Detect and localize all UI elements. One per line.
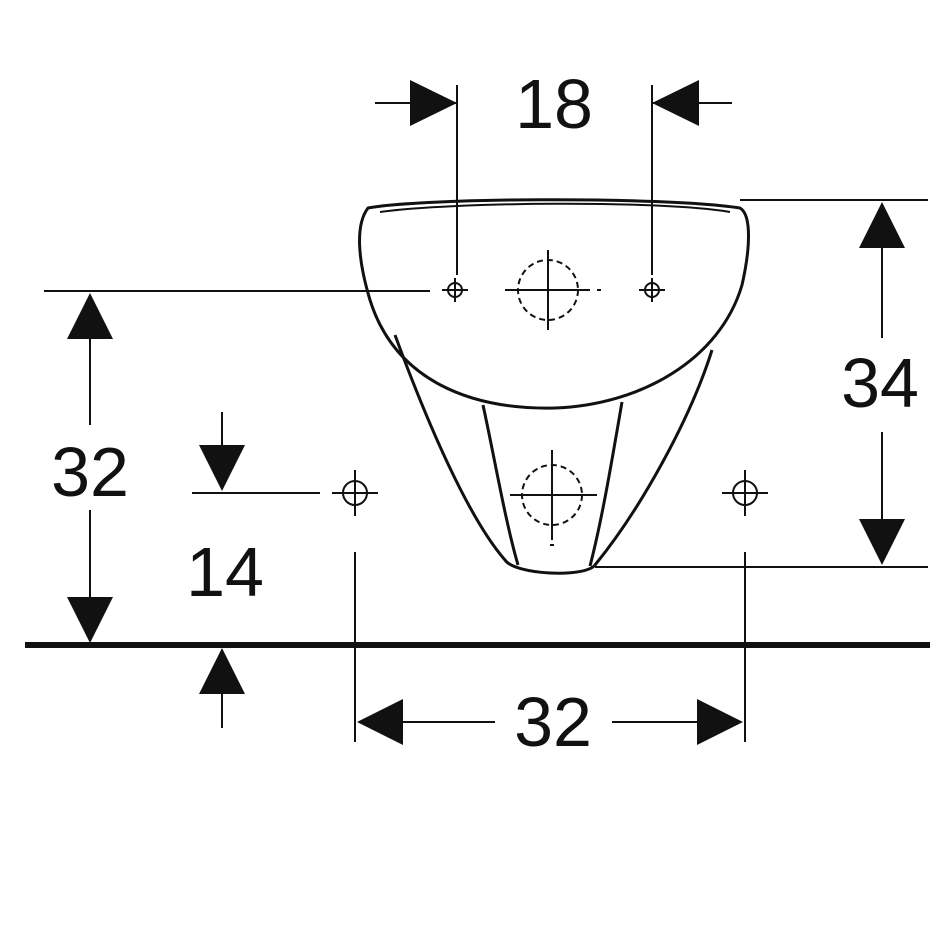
- spout-outline-right: [588, 401, 624, 567]
- bowl-rim-line: [379, 202, 731, 213]
- left-height-label: 32: [51, 433, 129, 511]
- right-arrow-up: [859, 202, 905, 248]
- fixing-point-right-icon: [639, 278, 665, 302]
- bowl-outline: [358, 198, 750, 410]
- bottom-spacing-label: 32: [514, 683, 592, 761]
- wall-fixing-left-icon: [332, 470, 378, 516]
- right-height-label: 34: [841, 344, 919, 422]
- right-arrow-down: [859, 519, 905, 565]
- fixing-point-left-icon: [442, 278, 468, 302]
- top-arrow-right: [652, 80, 699, 126]
- top-arrow-left: [410, 80, 457, 126]
- small-arrow-up: [199, 648, 245, 694]
- left-arrow-down: [67, 597, 113, 643]
- wall-fixing-right-icon: [722, 470, 768, 516]
- bottom-arrow-right: [697, 699, 743, 745]
- left-arrow-up: [67, 293, 113, 339]
- top-spacing-label: 18: [515, 65, 593, 143]
- spout-outline: [481, 404, 520, 566]
- small-arrow-down: [199, 445, 245, 491]
- small-height-label: 14: [186, 533, 264, 611]
- bottom-arrow-left: [357, 699, 403, 745]
- body-outline: [393, 334, 714, 575]
